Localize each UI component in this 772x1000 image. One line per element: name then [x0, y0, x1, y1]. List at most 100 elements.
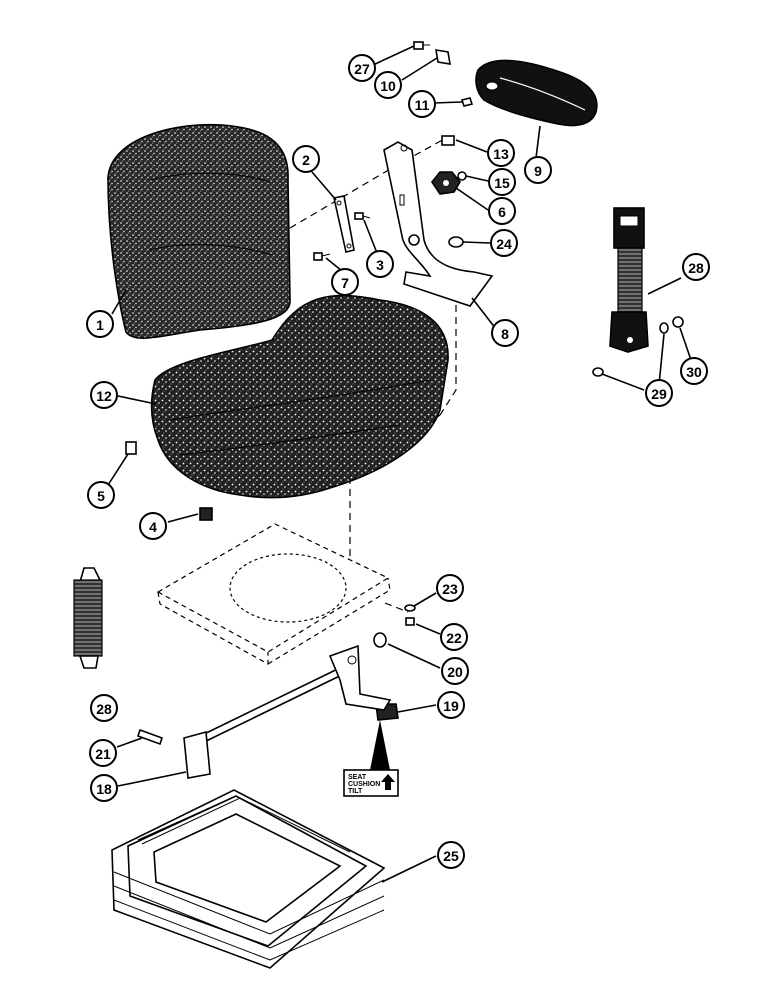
callout-circle	[682, 253, 710, 281]
seat-belt-strap	[73, 567, 103, 669]
callout-circle	[90, 774, 118, 802]
callout-number: 9	[534, 163, 542, 179]
callout-number: 25	[443, 848, 459, 864]
callout-circle	[139, 512, 167, 540]
callout-18: 18	[90, 774, 118, 802]
callout-circle	[490, 229, 518, 257]
cap-24	[448, 236, 464, 248]
armrest-bracket	[383, 141, 494, 307]
callout-12: 12	[90, 381, 118, 409]
seat-back	[107, 123, 291, 340]
callout-number: 8	[501, 326, 509, 342]
callouts: 2710119131562482371125428293023222019282…	[86, 54, 710, 869]
nut-15	[457, 171, 467, 181]
callout-circle	[437, 841, 465, 869]
callout-number: 3	[376, 257, 384, 273]
callout-circle	[645, 379, 673, 407]
callout-27: 27	[348, 54, 376, 82]
callout-25: 25	[437, 841, 465, 869]
callout-circle	[487, 139, 515, 167]
callout-circle	[374, 71, 402, 99]
callout-21: 21	[89, 739, 117, 767]
callout-number: 18	[96, 781, 112, 797]
callout-circle	[408, 90, 436, 118]
nut-11	[460, 97, 474, 107]
seat-cushion-tilt-decal: SEAT CUSHION TILT	[343, 720, 399, 797]
callout-circle	[440, 623, 468, 651]
armrest	[475, 59, 598, 127]
callout-circle	[90, 694, 118, 722]
callout-number: 28	[688, 260, 704, 276]
callout-28: 28	[90, 694, 118, 722]
callout-number: 19	[443, 698, 459, 714]
clip-10	[435, 49, 451, 65]
callout-circle	[488, 168, 516, 196]
callout-22: 22	[440, 623, 468, 651]
callout-circle	[86, 310, 114, 338]
screw-3	[354, 212, 371, 220]
callout-circle	[491, 319, 519, 347]
callout-circle	[680, 357, 708, 385]
callout-19: 19	[437, 691, 465, 719]
callout-circle	[437, 691, 465, 719]
callout-number: 20	[447, 664, 463, 680]
callout-number: 1	[96, 317, 104, 333]
callout-number: 10	[380, 78, 396, 94]
callout-circle	[441, 657, 469, 685]
callout-number: 23	[442, 581, 458, 597]
decal-line-1: SEAT	[348, 774, 367, 781]
callout-number: 29	[651, 386, 667, 402]
callout-number: 7	[341, 275, 349, 291]
callout-circle	[89, 739, 117, 767]
leader-lines	[107, 45, 693, 883]
callout-23: 23	[436, 574, 464, 602]
callout-7: 7	[331, 268, 359, 296]
callout-number: 22	[446, 630, 462, 646]
screw-7	[313, 252, 331, 261]
up-arrow-icon	[381, 774, 395, 790]
callout-4: 4	[139, 512, 167, 540]
callout-6: 6	[488, 197, 516, 225]
callout-circle	[292, 145, 320, 173]
pin-21	[136, 728, 164, 746]
bushing-20	[373, 632, 387, 648]
callout-number: 21	[95, 746, 111, 762]
callout-number: 11	[415, 97, 430, 113]
callout-2: 2	[292, 145, 320, 173]
callout-20: 20	[441, 657, 469, 685]
callout-number: 2	[302, 152, 310, 168]
suspension-base	[111, 789, 386, 969]
callout-10: 10	[374, 71, 402, 99]
callout-1: 1	[86, 310, 114, 338]
clip-5	[125, 441, 137, 455]
callout-circle	[524, 156, 552, 184]
callout-circle	[488, 197, 516, 225]
seat-belt-buckle	[609, 207, 649, 353]
callout-8: 8	[491, 319, 519, 347]
callout-24: 24	[490, 229, 518, 257]
callout-15: 15	[488, 168, 516, 196]
callout-number: 13	[493, 146, 509, 162]
callout-number: 28	[96, 701, 112, 717]
callout-30: 30	[680, 357, 708, 385]
seat-pan-plate	[156, 523, 391, 666]
callout-5: 5	[87, 481, 115, 509]
callout-number: 4	[149, 519, 157, 535]
callout-11: 11	[408, 90, 436, 118]
decal-line-2: CUSHION	[348, 781, 380, 788]
link-bracket	[333, 195, 355, 253]
callout-number: 6	[498, 204, 506, 220]
callout-13: 13	[487, 139, 515, 167]
clip-4	[199, 507, 213, 521]
knob-6	[431, 171, 461, 195]
nut-30	[672, 316, 684, 328]
callout-number: 27	[354, 61, 370, 77]
callout-number: 15	[494, 175, 510, 191]
decal-line-3: TILT	[348, 788, 363, 795]
bolt-27	[413, 41, 430, 50]
tilt-lever-assembly	[183, 644, 392, 779]
callout-9: 9	[524, 156, 552, 184]
callout-29: 29	[645, 379, 673, 407]
callout-number: 24	[496, 236, 512, 252]
